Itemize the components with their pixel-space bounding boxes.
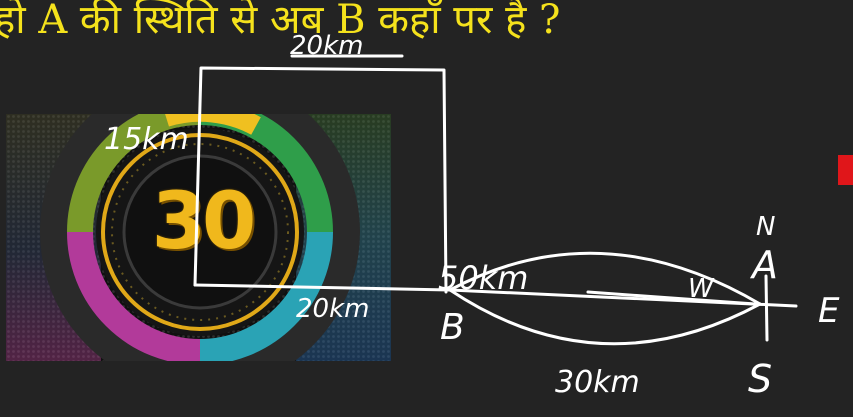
label-bottom-left-distance: 20km	[296, 294, 370, 324]
arrow-line	[586, 290, 757, 306]
label-south: S	[748, 357, 773, 401]
label-east: E	[818, 291, 840, 331]
label-top-distance: 20km	[290, 31, 364, 61]
label-left-distance: 15km	[104, 122, 189, 157]
label-middle-distance: 50km	[438, 259, 529, 297]
timer-graphic	[6, 114, 391, 361]
lower-arc	[448, 288, 762, 346]
timer-value: 30	[151, 177, 257, 267]
question-heading: हो A की स्थिति से अब B कहाँ पर है ?	[0, 0, 561, 43]
label-point-a: A	[752, 243, 778, 287]
label-north: N	[756, 212, 776, 242]
label-west: W	[688, 274, 714, 304]
countdown-timer: 30	[6, 114, 391, 361]
label-lower-distance: 30km	[555, 365, 640, 400]
compass-vertical	[764, 274, 769, 342]
label-point-b: B	[440, 307, 465, 348]
red-marker	[838, 155, 853, 185]
upper-arc	[448, 251, 762, 306]
route-rectangle	[193, 66, 448, 294]
